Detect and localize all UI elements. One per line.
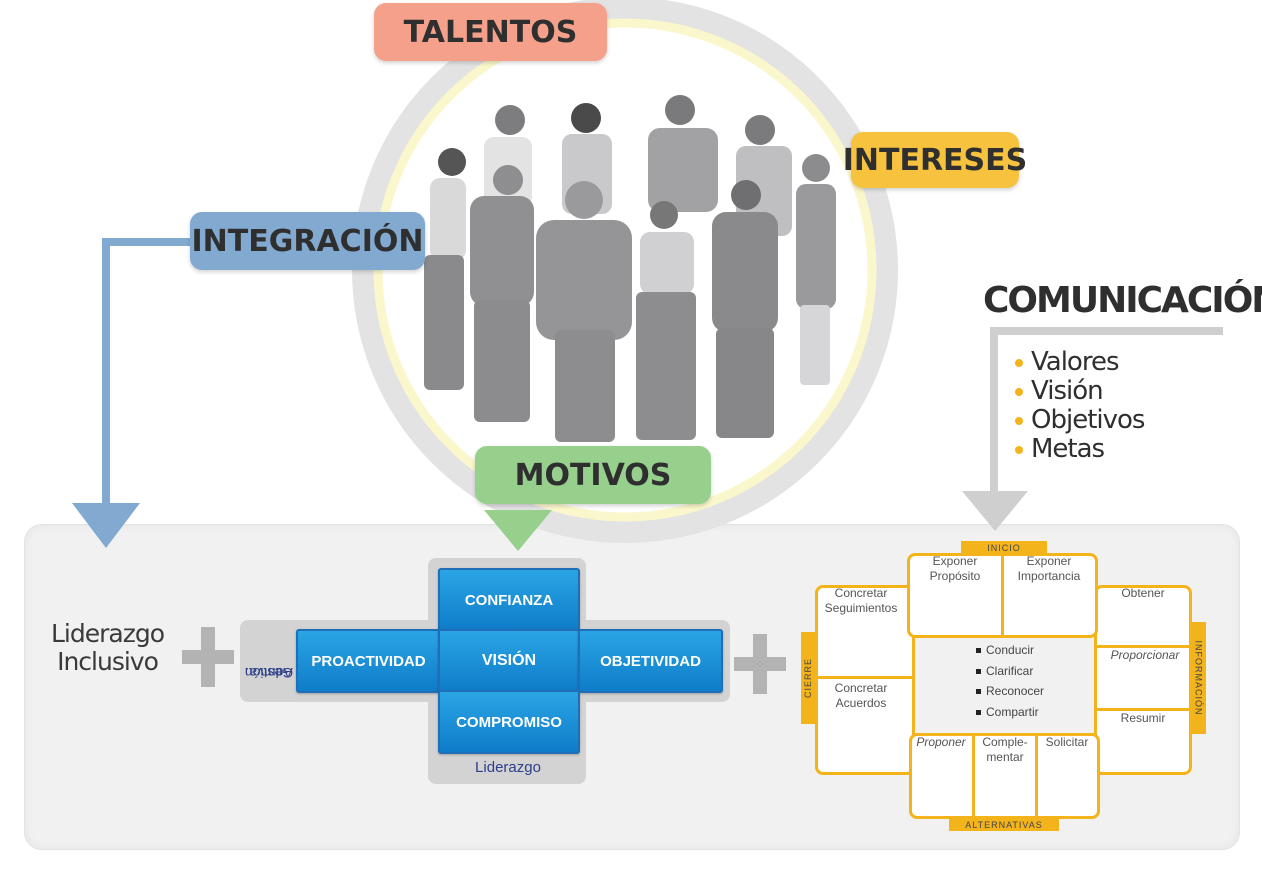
objetividad-box: OBJETIVIDAD: [578, 629, 723, 693]
wheel-divider: [972, 736, 975, 816]
wheel-divider: [1001, 556, 1004, 636]
arrow-down-icon: [962, 327, 1223, 531]
plus-icon: [182, 627, 234, 687]
wheel-tab-alternativas: ALTERNATIVAS: [949, 818, 1059, 831]
wheel-cell: Comple-mentar: [982, 735, 1028, 764]
wheel-tab-inicio: INICIO: [961, 541, 1047, 554]
arrow-down-icon: [484, 510, 552, 551]
inner-ring: [373, 18, 877, 522]
list-item: Conducir: [976, 640, 1044, 661]
vision-box: VISIÓN: [438, 629, 580, 693]
people-group-icon: [424, 95, 836, 442]
square-bullet-icon: [976, 689, 981, 695]
bullet-icon: [1015, 446, 1023, 454]
outer-ring: [352, 0, 898, 543]
intereses-label: INTERESES: [843, 132, 1027, 188]
liderazgo-inclusivo-label: Liderazgo Inclusivo: [50, 619, 165, 676]
list-item: Compartir: [976, 702, 1044, 723]
wheel-cell: Concretar Acuerdos: [834, 681, 888, 710]
square-bullet-icon: [976, 648, 981, 654]
wheel-bottom-box: [909, 733, 1100, 819]
wheel-divider: [1097, 645, 1192, 648]
list-item: Objetivos: [1013, 406, 1145, 435]
comunicacion-title: COMUNICACIÓN: [983, 280, 1262, 321]
wheel-cell: Proponer: [916, 735, 966, 749]
compromiso-box: COMPROMISO: [438, 690, 580, 754]
talentos-label: TALENTOS: [374, 3, 607, 61]
wheel-cell: Resumir: [1120, 711, 1166, 725]
square-bullet-icon: [976, 709, 981, 715]
confianza-box: CONFIANZA: [438, 568, 580, 632]
wheel-tab-informacion: INFORMACIÓN: [1191, 622, 1206, 734]
list-item: Visión: [1013, 377, 1144, 406]
comunicacion-list: Valores Visión Objetivos Metas: [1013, 348, 1145, 464]
wheel-center-list: Conducir Clarificar Reconocer Compartir: [976, 640, 1044, 722]
square-bullet-icon: [976, 668, 981, 674]
wheel-cell: Concretar Seguimientos: [824, 586, 898, 615]
bullet-icon: [1015, 359, 1023, 367]
bullet-icon: [1015, 417, 1023, 425]
wheel-divider: [815, 676, 912, 679]
wheel-left-box: [815, 585, 915, 775]
wheel-divider: [1035, 736, 1038, 816]
bullet-icon: [1015, 388, 1023, 396]
liderazgo-label: Liderazgo: [475, 759, 541, 776]
list-item: Clarificar: [976, 661, 1044, 682]
wheel-cell: Exponer Importancia: [1017, 554, 1081, 583]
wheel-cell: Solicitar: [1045, 735, 1089, 749]
wheel-right-box: [1094, 585, 1192, 775]
integracion-label: INTEGRACIÓN: [190, 212, 425, 270]
wheel-tab-cierre: CIERRE: [801, 632, 815, 724]
arrow-down-icon: [72, 238, 192, 548]
wheel-cell: Proporcionar: [1110, 648, 1180, 662]
list-item: Valores: [1013, 348, 1144, 377]
list-item: Metas: [1013, 435, 1144, 464]
plus-icon: [734, 634, 786, 694]
wheel-cell: Exponer Propósito: [929, 554, 981, 583]
list-item: Reconocer: [976, 681, 1044, 702]
wheel-cell: Obtener: [1121, 586, 1165, 600]
motivos-label: MOTIVOS: [475, 446, 711, 504]
wheel-divider: [1097, 708, 1192, 711]
proactividad-box: PROACTIVIDAD: [296, 629, 441, 693]
